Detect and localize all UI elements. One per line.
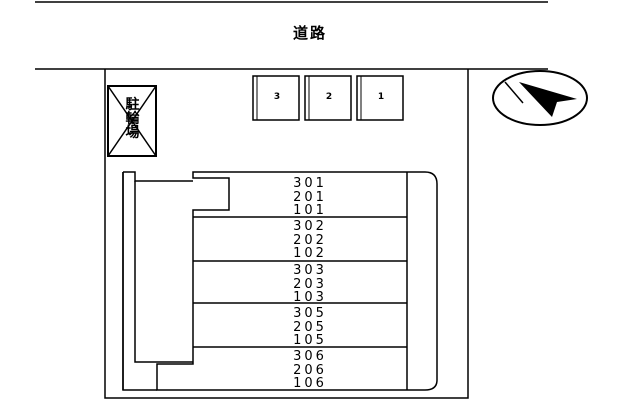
unit-number: 301 [293,176,327,191]
unit-number: 102 [293,246,327,261]
property-boundary [104,69,469,399]
unit-number: 205 [293,319,327,335]
road-label: 道路 [292,24,327,42]
unit-number: 103 [293,290,327,305]
bicycle-parking-label: 駐 輪 場 [108,98,156,140]
bicycle-parking-label-line: 輪 [125,111,140,127]
parking-space-label: 2 [325,92,333,102]
parking-space-label: 3 [273,92,281,102]
unit-number: 303 [293,263,327,278]
unit-number: 305 [293,306,327,321]
parking-space-1 [356,75,404,121]
unit-number: 106 [293,376,327,391]
unit-number: 202 [293,232,327,248]
unit-number: 302 [293,219,327,234]
parking-space-label: 1 [377,92,385,102]
bicycle-parking-label-line: 場 [125,125,140,141]
unit-stack-1: 301 201 101 [270,177,350,218]
unit-number: 201 [293,189,327,205]
parking-space-3 [252,75,300,121]
north-arrow-icon [492,70,588,126]
unit-stack-3: 303 203 103 [270,264,350,305]
bicycle-parking-area [107,85,157,157]
unit-stack-2: 302 202 102 [270,220,350,261]
unit-number: 306 [293,349,327,364]
apartment-building [122,171,438,391]
unit-stack-5: 306 206 106 [270,350,350,391]
unit-stack-4: 305 205 105 [270,307,350,348]
unit-number: 105 [293,333,327,348]
unit-number: 101 [293,203,327,218]
unit-number: 206 [293,362,327,378]
bicycle-parking-label-line: 駐 [125,97,140,113]
unit-number: 203 [293,276,327,292]
parking-space-2 [304,75,352,121]
